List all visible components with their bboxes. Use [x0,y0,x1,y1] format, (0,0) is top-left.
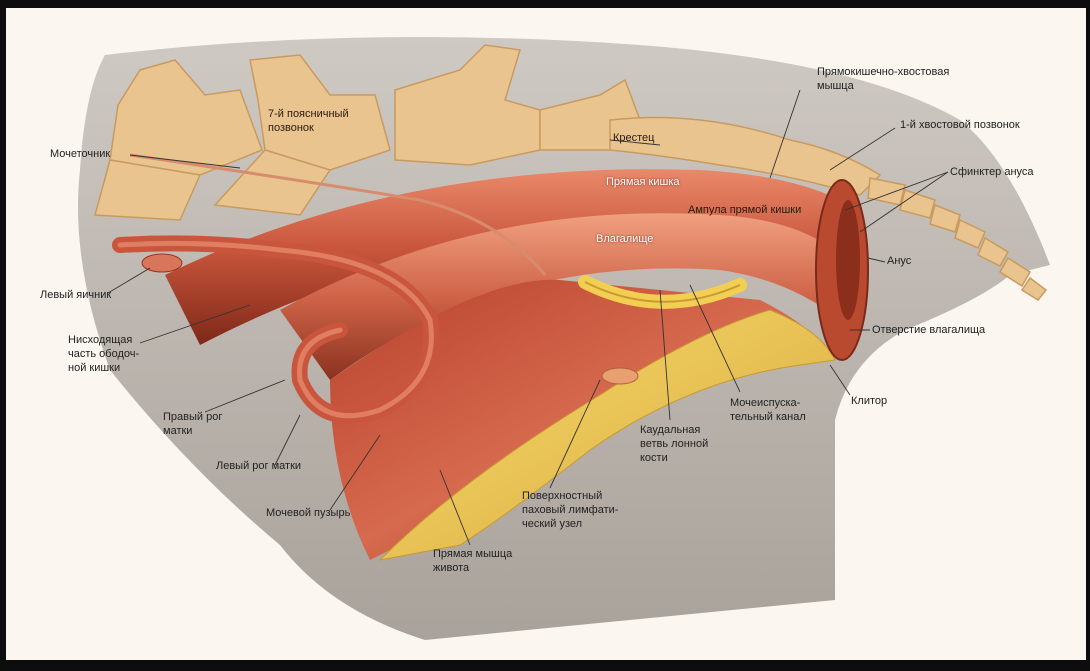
anus-opening [836,200,860,320]
label-pubic-branch: Каудальная ветвь лонной кости [640,424,709,464]
label-lumbar-vertebra: 7-й поясничный позвонок [268,108,349,134]
label-left-ovary: Левый яичник [40,289,112,301]
label-rectal-ampulla: Ампула прямой кишки [688,204,802,216]
label-anus: Анус [887,255,912,267]
label-vagina: Влагалище [596,233,654,245]
label-sacrum: Крестец [613,132,655,144]
label-vaginal-orifice: Отверстие влагалища [872,324,986,336]
label-left-uterine-horn: Левый рог матки [216,460,302,472]
label-rectus-abdominis: Прямая мышца живота [433,548,513,574]
descending-colon [165,169,840,345]
label-urethra: Мочеиспуска- тельный канал [730,397,806,423]
label-rectococcygeal-muscle: Прямокишечно-хвостовая мышца [817,66,950,92]
spine [94,44,1048,301]
leader-lines [107,89,949,546]
label-first-caudal-vertebra: 1-й хвостовой позвонок [900,119,1020,131]
inguinal-fat [378,309,836,561]
left-ovary-shape [141,253,183,273]
label-right-uterine-horn: Правый рог матки [163,411,223,437]
label-ureter: Мочеточник [50,148,111,160]
label-lymph-node: Поверхностный паховый лимфати- ческий уз… [522,490,619,530]
label-bladder: Мочевой пузырь [266,507,351,519]
label-rectum: Прямая кишка [606,176,680,188]
ureter-shape [129,153,547,276]
lymph-node-shape [601,367,639,385]
rectum-vagina-tube [280,213,840,380]
label-descending-colon: Нисходящая часть ободоч- ной кишки [68,334,140,374]
label-anal-sphincter: Сфинктер ануса [950,166,1034,178]
label-clitoris: Клитор [851,395,888,407]
